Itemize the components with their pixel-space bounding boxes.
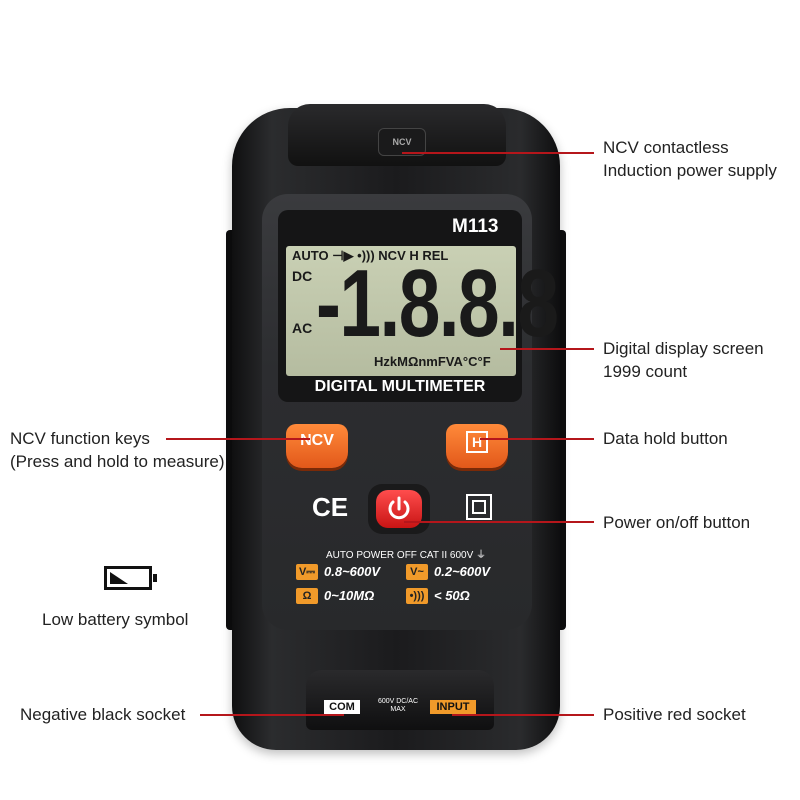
- ncv-callout-line2: Induction power supply: [603, 161, 777, 180]
- display-callout-line2: 1999 count: [603, 362, 688, 381]
- hold-button[interactable]: H: [446, 424, 508, 468]
- lcd-units: HzkMΩnmFVA°C°F: [374, 354, 491, 369]
- ncv-slot-label: NCV: [392, 137, 412, 147]
- display-callout-line: [500, 348, 594, 350]
- continuity-range: < 50Ω: [434, 588, 470, 603]
- double-insulation-icon: [466, 494, 492, 520]
- lcd-digits: -1.8.8.8: [316, 250, 559, 357]
- negative-callout: Negative black socket: [20, 705, 186, 724]
- continuity-icon: •))): [406, 588, 428, 604]
- ncv-callout-line1: NCV contactless: [603, 138, 729, 157]
- low-battery-icon: [104, 566, 157, 590]
- hold-button-label: H: [466, 431, 488, 453]
- lcd-dc-label: DC: [292, 268, 313, 284]
- low-battery-callout: Low battery symbol: [42, 610, 189, 629]
- ohm-icon: Ω: [296, 588, 318, 604]
- com-socket[interactable]: COM: [324, 700, 360, 714]
- lcd-screen: AUTO ⊣▶ •))) NCV H REL DC AC -1.8.8.8 Hz…: [286, 246, 559, 376]
- dcv-range: 0.8~600V: [324, 564, 381, 579]
- hold-callout-line: [480, 438, 594, 440]
- ncv-keys-callout: NCV function keys (Press and hold to mea…: [10, 427, 225, 473]
- input-socket[interactable]: INPUT: [430, 700, 476, 714]
- ncv-sensor-slot: NCV: [378, 128, 426, 156]
- brand-text: DIGITAL MULTIMETER: [314, 378, 486, 395]
- hold-callout: Data hold button: [603, 429, 728, 448]
- negative-callout-line: [200, 714, 344, 716]
- power-callout-line: [404, 521, 594, 523]
- lcd-indicator-row: AUTO ⊣▶ •))) NCV H REL: [292, 248, 449, 263]
- acv-range: 0.2~600V: [434, 564, 491, 579]
- display-callout: Digital display screen 1999 count: [603, 337, 764, 383]
- ncv-callout-line: [402, 152, 594, 154]
- ce-mark: CE: [312, 492, 349, 522]
- positive-callout-line: [452, 714, 594, 716]
- ncv-keys-callout-line1: NCV function keys: [10, 429, 150, 448]
- display-callout-line1: Digital display screen: [603, 339, 764, 358]
- ncv-button-label: NCV: [300, 432, 334, 449]
- safety-spec-line: AUTO POWER OFF CAT II 600V ⏚: [325, 550, 487, 561]
- ncv-button[interactable]: NCV: [286, 424, 348, 468]
- dcv-icon: V⎓: [296, 564, 318, 580]
- socket-max-rating: 600V DC/AC MAX: [377, 698, 419, 713]
- ncv-callout: NCV contactless Induction power supply: [603, 136, 777, 182]
- model-label: M113: [452, 216, 499, 237]
- ncv-keys-callout-line: [166, 438, 310, 440]
- ohm-range: 0~10MΩ: [324, 588, 375, 603]
- positive-callout: Positive red socket: [603, 705, 746, 724]
- lcd-ac-label: AC: [292, 320, 313, 336]
- power-icon: [388, 496, 410, 520]
- ncv-keys-callout-line2: (Press and hold to measure): [10, 452, 225, 471]
- acv-icon: V~: [406, 564, 428, 580]
- power-callout: Power on/off button: [603, 513, 751, 532]
